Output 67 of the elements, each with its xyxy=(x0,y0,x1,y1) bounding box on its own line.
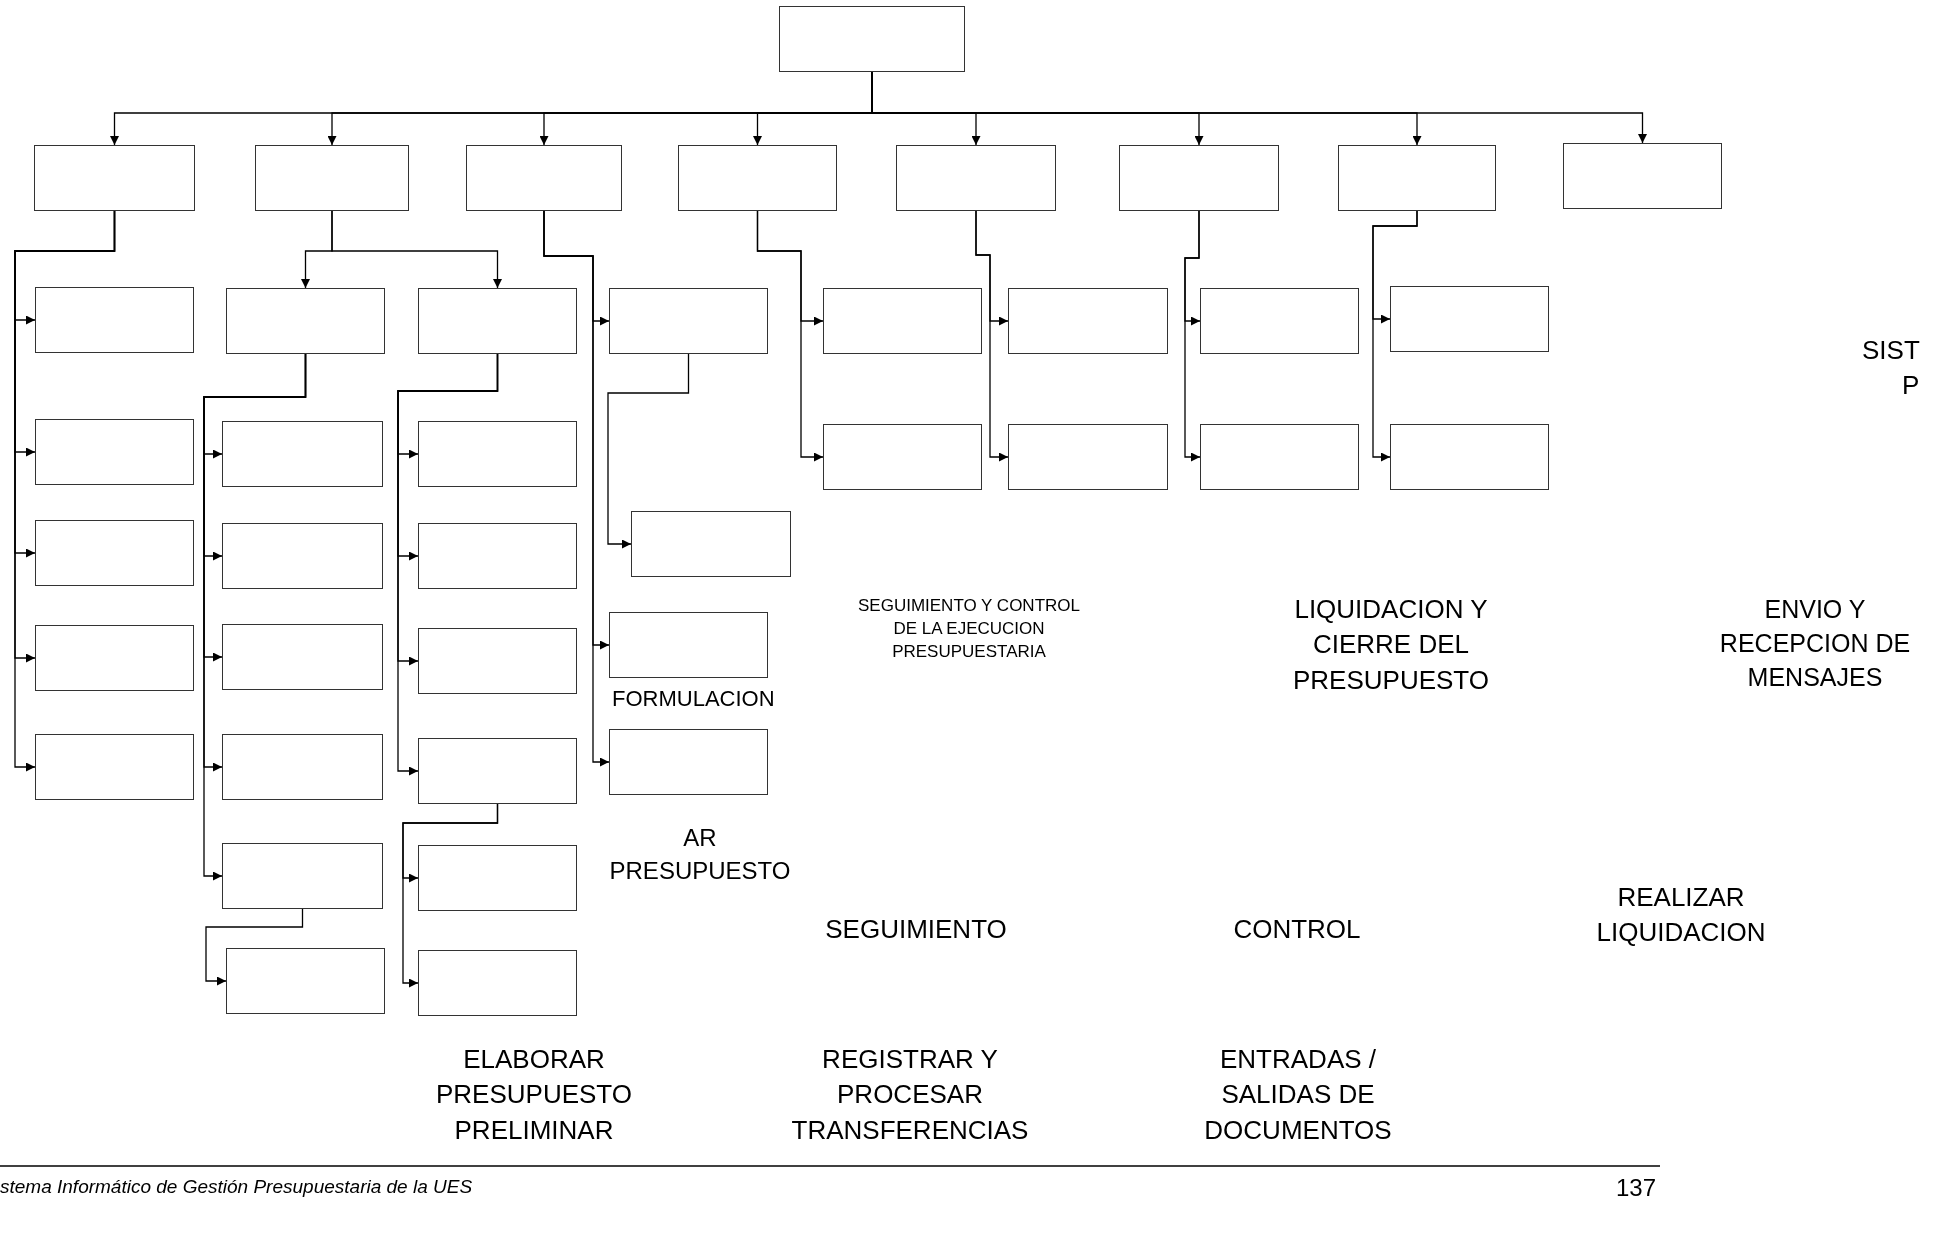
org-box xyxy=(896,145,1056,211)
section-label: CONTROL xyxy=(1232,913,1362,946)
section-label: ELABORAR PRESUPUESTO PRELIMINAR xyxy=(435,1043,633,1147)
org-box xyxy=(418,845,577,911)
section-label: ENTRADAS / SALIDAS DE DOCUMENTOS xyxy=(1203,1043,1393,1147)
org-box xyxy=(631,511,791,577)
section-label: ENVIO Y RECEPCION DE MENSAJES xyxy=(1718,594,1912,693)
connector-arrow xyxy=(1372,210,1418,462)
connector-arrow xyxy=(331,210,502,289)
org-box xyxy=(35,287,194,353)
connector-arrow xyxy=(14,210,116,772)
org-box xyxy=(609,729,768,795)
org-box xyxy=(678,145,837,211)
org-box xyxy=(34,145,195,211)
org-box xyxy=(222,523,383,589)
org-box xyxy=(226,288,385,354)
org-box xyxy=(35,734,194,800)
section-label: REGISTRAR Y PROCESAR TRANSFERENCIAS xyxy=(790,1043,1030,1147)
connector-arrow xyxy=(203,353,307,881)
connector-arrow xyxy=(205,908,304,986)
org-box xyxy=(609,288,768,354)
org-box xyxy=(823,424,982,490)
org-box xyxy=(1563,143,1722,209)
section-label: AR PRESUPUESTO xyxy=(608,823,792,886)
section-label: SEGUIMIENTO xyxy=(824,913,1008,946)
org-box xyxy=(466,145,622,211)
org-box xyxy=(779,6,965,72)
org-box xyxy=(222,843,383,909)
org-box xyxy=(1119,145,1279,211)
org-box xyxy=(418,523,577,589)
connector-arrow xyxy=(543,210,610,767)
org-box xyxy=(823,288,982,354)
connector-arrow xyxy=(397,353,499,776)
org-box xyxy=(1008,424,1168,490)
org-box xyxy=(222,734,383,800)
page-number: 137 xyxy=(1616,1173,1658,1203)
org-box xyxy=(1338,145,1496,211)
org-box xyxy=(1390,424,1549,490)
org-box xyxy=(609,612,768,678)
org-box xyxy=(1200,424,1359,490)
footer-text: stema Informático de Gestión Presupuestaria de la UES xyxy=(0,1175,474,1199)
org-box xyxy=(418,950,577,1016)
org-box xyxy=(418,288,577,354)
connector-arrow xyxy=(1184,210,1201,462)
org-box xyxy=(255,145,409,211)
connector-arrow xyxy=(402,803,499,988)
org-box xyxy=(1390,286,1549,352)
org-box xyxy=(226,948,385,1014)
section-label: REALIZAR LIQUIDACION xyxy=(1595,881,1767,950)
org-box xyxy=(222,421,383,487)
org-box xyxy=(418,628,577,694)
org-box xyxy=(222,624,383,690)
section-label: LIQUIDACION Y CIERRE DEL PRESUPUESTO xyxy=(1292,593,1490,697)
connector-arrow xyxy=(607,353,690,549)
org-box xyxy=(35,520,194,586)
org-box xyxy=(35,419,194,485)
connector-arrow xyxy=(975,210,1009,462)
section-label: SIST xyxy=(1862,334,1921,367)
section-label: P xyxy=(1902,369,1921,402)
org-box xyxy=(35,625,194,691)
connector-arrow xyxy=(756,210,824,462)
org-box xyxy=(418,421,577,487)
section-label: FORMULACION xyxy=(612,685,776,713)
org-box xyxy=(418,738,577,804)
org-box xyxy=(1008,288,1168,354)
section-label: SEGUIMIENTO Y CONTROL DE LA EJECUCION PRESUPUESTARIA xyxy=(857,595,1081,664)
org-box xyxy=(1200,288,1359,354)
